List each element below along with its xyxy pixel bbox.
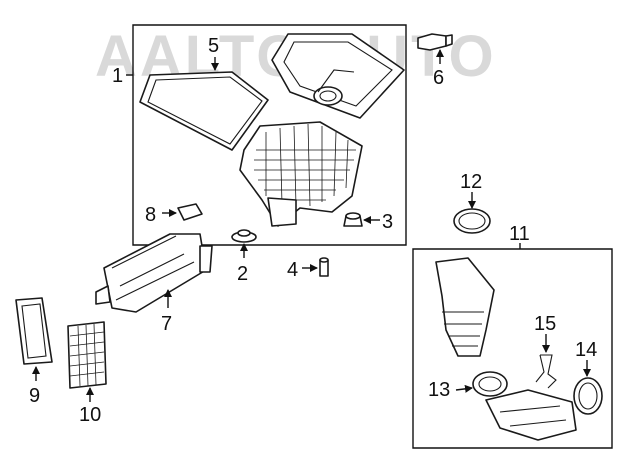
intake-hose [435,257,577,441]
air-cleaner-housing [239,121,363,227]
callout-7: 7 [161,313,172,335]
mount-bushing [343,212,363,227]
callout-11: 11 [509,223,530,245]
callout-4: 4 [287,259,298,281]
callout-10: 10 [79,404,101,426]
callout-8: 8 [145,204,156,226]
callout-5: 5 [208,35,219,57]
mass-air-flow-sensor [417,33,453,51]
callout-14: 14 [575,339,597,361]
group-bracket-1 [132,24,407,246]
air-cleaner-cover [271,33,405,119]
callout-9: 9 [29,385,40,407]
callout-12: 12 [460,171,482,193]
callout-2: 2 [237,263,248,285]
grommet [231,229,257,243]
mount-pin [319,257,329,277]
intake-duct [95,233,213,313]
leader-13 [455,384,473,393]
intake-screen [67,321,107,389]
callout-6: 6 [433,67,444,89]
spring-clip [535,354,557,389]
callout-15: 15 [534,313,556,335]
callout-1: 1 [112,65,123,87]
group-box-11 [412,248,613,449]
callout-3: 3 [382,211,393,233]
retaining-clip [177,203,203,221]
o-ring [573,377,603,415]
callout-13: 13 [428,379,450,401]
duct-seal [15,297,53,365]
hose-clamp-lower [472,371,508,397]
air-filter-element [139,71,269,151]
hose-clamp [453,208,491,234]
